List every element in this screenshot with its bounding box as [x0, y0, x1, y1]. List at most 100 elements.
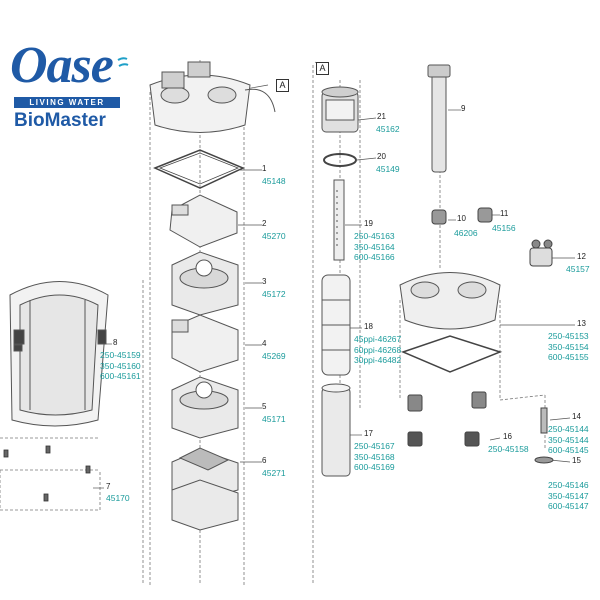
article-number: 250-45144	[548, 424, 589, 434]
article-number: 60ppi-46268	[354, 344, 402, 355]
article-number: 30ppi-46482	[354, 355, 402, 365]
article-number: 250-45158	[488, 444, 529, 454]
article-number: 45148	[262, 176, 286, 186]
part-code-6: 45271	[262, 468, 286, 479]
article-number: 350-45168	[354, 451, 395, 462]
article-number: 250-45153	[548, 331, 589, 341]
clips-drawing	[407, 391, 487, 447]
article-number: 45149	[376, 164, 400, 174]
prefilter-oring-drawing	[323, 153, 357, 167]
article-number: 600-45155	[548, 352, 589, 362]
inlet-tube-drawing	[427, 64, 451, 173]
impeller-drawing	[534, 407, 554, 464]
part-number-12: 12	[577, 252, 586, 261]
article-number: 350-45147	[548, 490, 589, 501]
article-number: 350-45154	[548, 341, 589, 352]
part-number-1: 1	[262, 164, 267, 173]
part-number-14: 14	[572, 412, 581, 421]
prefilter-foam-drawing	[321, 274, 351, 376]
article-number: 45157	[566, 264, 590, 274]
part-number-19: 19	[364, 219, 373, 228]
part-number-9: 9	[461, 104, 466, 113]
article-number: 600-45166	[354, 252, 395, 262]
filter-housing-drawing	[9, 281, 109, 427]
part-code-1: 45148	[262, 176, 286, 187]
part-code-11: 45156	[492, 223, 516, 234]
product-name: BioMaster	[14, 110, 106, 131]
brand-tagline: LIVING WATER	[14, 97, 120, 108]
part-number-8: 8	[113, 338, 118, 347]
part-code-10: 46206	[454, 228, 478, 239]
article-number: 600-45147	[548, 501, 589, 511]
part-number-2: 2	[262, 219, 267, 228]
article-number: 45271	[262, 468, 286, 478]
article-number: 600-45145	[548, 445, 589, 455]
part-number-6: 6	[262, 456, 267, 465]
article-number: 45270	[262, 231, 286, 241]
article-number: 250-45167	[354, 441, 395, 451]
reference-box-a-2: A	[316, 62, 329, 75]
part-number-5: 5	[262, 402, 267, 411]
part-code-21: 45162	[376, 124, 400, 135]
article-number: 45171	[262, 414, 286, 424]
part-number-17: 17	[364, 429, 373, 438]
filter-basket-6-drawing	[171, 447, 239, 531]
pump-gasket-drawing	[400, 335, 503, 373]
brand-name: Oase	[10, 37, 114, 94]
part-code-20: 45149	[376, 164, 400, 175]
pump-head-drawing	[399, 272, 501, 330]
part-code-5: 45171	[262, 414, 286, 425]
part-code-12: 45157	[566, 264, 590, 275]
foam-pad-drawing	[169, 194, 238, 248]
part-number-13: 13	[577, 319, 586, 328]
part-code-16: 250-45158	[488, 444, 529, 455]
prefilter-cap-drawing	[321, 86, 359, 133]
article-number: 45172	[262, 289, 286, 299]
part-number-16: 16	[503, 432, 512, 441]
feet-screws-drawing	[3, 445, 91, 502]
article-number: 350-45160	[100, 360, 141, 371]
part-code-3: 45172	[262, 289, 286, 300]
filter-head-drawing	[149, 61, 276, 133]
part-number-21: 21	[377, 112, 386, 121]
prefilter-rod-drawing	[333, 179, 345, 261]
connector-drawing	[529, 239, 553, 267]
foam-pad-4-drawing	[171, 314, 239, 373]
article-number: 350-45144	[548, 434, 589, 445]
part-number-10: 10	[457, 214, 466, 223]
article-number: 45170	[106, 493, 130, 503]
article-number: 250-45163	[354, 231, 395, 241]
part-code-2: 45270	[262, 231, 286, 242]
filter-basket-3-drawing	[171, 251, 239, 316]
prefilter-tube-drawing	[321, 383, 351, 477]
part-number-20: 20	[377, 152, 386, 161]
part-number-15: 15	[572, 456, 581, 465]
head-gasket-drawing	[153, 149, 245, 189]
part-number-4: 4	[262, 339, 267, 348]
logo-wave-icon	[117, 57, 129, 67]
article-number: 600-45169	[354, 462, 395, 472]
article-number: 600-45161	[100, 371, 141, 381]
article-number: 45162	[376, 124, 400, 134]
article-number: 45156	[492, 223, 516, 233]
part-number-11: 11	[500, 209, 509, 218]
filter-basket-5-drawing	[171, 376, 239, 439]
article-number: 46206	[454, 228, 478, 238]
part-number-3: 3	[262, 277, 267, 286]
reference-box-a: A	[276, 79, 289, 92]
part-code-7: 45170	[106, 493, 130, 504]
part-number-7: 7	[106, 482, 111, 491]
article-number: 45ppi-46267	[354, 334, 402, 344]
article-number: 350-45164	[354, 241, 395, 252]
part-number-18: 18	[364, 322, 373, 331]
article-number: 250-45159	[100, 350, 141, 360]
valve-knobs-drawing	[431, 207, 493, 225]
